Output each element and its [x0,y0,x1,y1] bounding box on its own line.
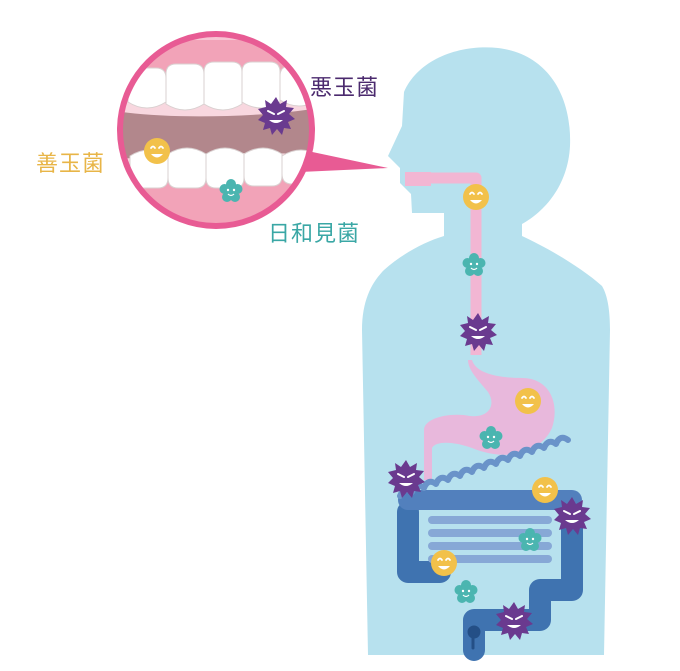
throat [405,172,431,186]
good-bacteria-label: 善玉菌 [36,152,106,177]
opportunistic-bacteria-label: 日和見菌 [268,222,361,247]
magnifier-pointer [300,150,388,172]
good-bacteria-icon [514,387,542,415]
good-bacteria-icon [531,476,559,504]
good-bacteria-icon [462,183,490,211]
magnified-mouth [117,31,315,229]
esophagus [421,172,482,355]
bad-bacteria-label: 悪玉菌 [310,76,380,101]
good-bacteria-icon [143,137,171,165]
intestine-outline [467,625,481,650]
good-bacteria-icon [430,549,458,577]
magnifier-ring [117,31,315,229]
